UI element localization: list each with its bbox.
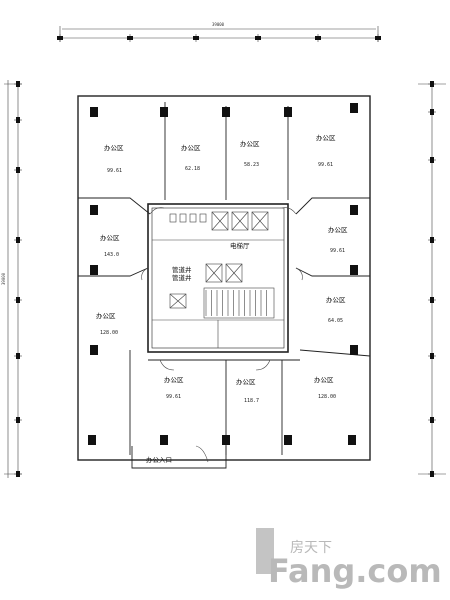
room-office-n1: 办公区 62.18 [181,143,201,172]
column [350,103,358,113]
svg-text:64.05: 64.05 [328,318,343,324]
svg-text:办公区: 办公区 [316,133,336,142]
dim-tick [430,297,434,303]
toilet-fixture [179,213,187,223]
svg-text:99.61: 99.61 [166,394,181,400]
svg-text:128.00: 128.00 [318,394,336,400]
svg-text:办公区: 办公区 [326,295,346,304]
svg-text:办公区: 办公区 [236,377,256,386]
dim-tick [16,471,20,477]
entrance-label: 办公入口 [146,455,172,464]
column [90,345,98,355]
column [348,435,356,445]
watermark-logo-bar [256,528,274,574]
svg-text:办公区: 办公区 [104,143,124,152]
left-dimension: 39000 [1,80,22,478]
svg-text:办公区: 办公区 [164,375,184,384]
watermark-en-text: Fang.com [268,552,442,590]
room-office-se: 办公区 128.00 [314,375,336,400]
dim-tick [127,36,133,40]
svg-text:128.00: 128.00 [100,330,118,336]
svg-text:62.18: 62.18 [185,166,200,172]
dim-tick [315,36,321,40]
dim-tick [16,297,20,303]
central-core: 电梯厅 管道井 管道井 [147,203,289,353]
svg-text:办公区: 办公区 [96,311,116,320]
room-labels: 办公区 99.61 办公区 62.18 办公区 58.23 办公区 99.61 … [96,133,348,404]
svg-text:99.61: 99.61 [107,168,122,174]
svg-text:办公区: 办公区 [100,233,120,242]
toilet-fixture [169,213,177,223]
structural-columns [88,103,358,445]
door-swings [141,207,303,371]
column [90,205,98,215]
room-office-ne: 办公区 99.61 [316,133,336,168]
shaft-label-2: 管道井 [172,273,192,282]
dim-tick [430,417,434,423]
dim-tick [430,237,434,243]
dim-tick [16,117,20,123]
right-dimension [418,81,446,477]
toilet-fixture [189,213,197,223]
svg-text:99.61: 99.61 [318,162,333,168]
partition-walls [78,102,371,455]
svg-text:办公区: 办公区 [240,139,260,148]
watermark-cn-text: 房天下 [290,540,332,556]
column [350,265,358,275]
column [90,265,98,275]
room-office-e: 办公区 99.61 [328,225,348,254]
room-office-w: 办公区 143.0 [100,233,120,258]
svg-text:58.23: 58.23 [244,162,259,168]
watermark: 房天下 Fang.com [256,528,442,590]
dim-tick [255,36,261,40]
room-office-n2: 办公区 58.23 [240,139,260,168]
top-dimension: 39000 [57,22,381,42]
room-office-e2: 办公区 64.05 [326,295,346,324]
dim-tick [430,157,434,163]
dim-tick [16,81,20,87]
dim-tick [375,36,381,40]
dim-tick [57,36,63,40]
dim-tick [430,109,434,115]
column [222,107,230,117]
svg-text:143.0: 143.0 [104,252,119,258]
building-outline [77,95,371,461]
svg-text:办公区: 办公区 [314,375,334,384]
shaft-label-1: 管道井 [172,265,192,274]
room-office-s2: 办公区 118.7 [236,377,259,404]
room-office-nw: 办公区 99.61 [104,143,124,174]
dim-tick [430,81,434,87]
svg-text:118.7: 118.7 [244,398,259,404]
dim-tick [16,237,20,243]
column [160,107,168,117]
dim-tick [16,167,20,173]
elevator-hall-label: 电梯厅 [230,241,250,250]
column [88,435,96,445]
column [284,107,292,117]
column [222,435,230,445]
dim-tick [16,353,20,359]
svg-text:办公区: 办公区 [181,143,201,152]
top-total-dimension: 39000 [212,22,225,27]
toilet-fixture [199,213,207,223]
entrance: 办公入口 [131,445,227,469]
dim-tick [430,353,434,359]
column [350,345,358,355]
left-total-dimension: 39000 [1,272,6,285]
svg-text:办公区: 办公区 [328,225,348,234]
room-office-s1: 办公区 99.61 [164,375,184,400]
room-office-sw: 办公区 128.00 [96,311,118,336]
column [90,107,98,117]
svg-text:99.61: 99.61 [330,248,345,254]
dim-tick [193,36,199,40]
column [284,435,292,445]
column [160,435,168,445]
dim-tick [16,417,20,423]
column [350,205,358,215]
dim-tick [430,471,434,477]
